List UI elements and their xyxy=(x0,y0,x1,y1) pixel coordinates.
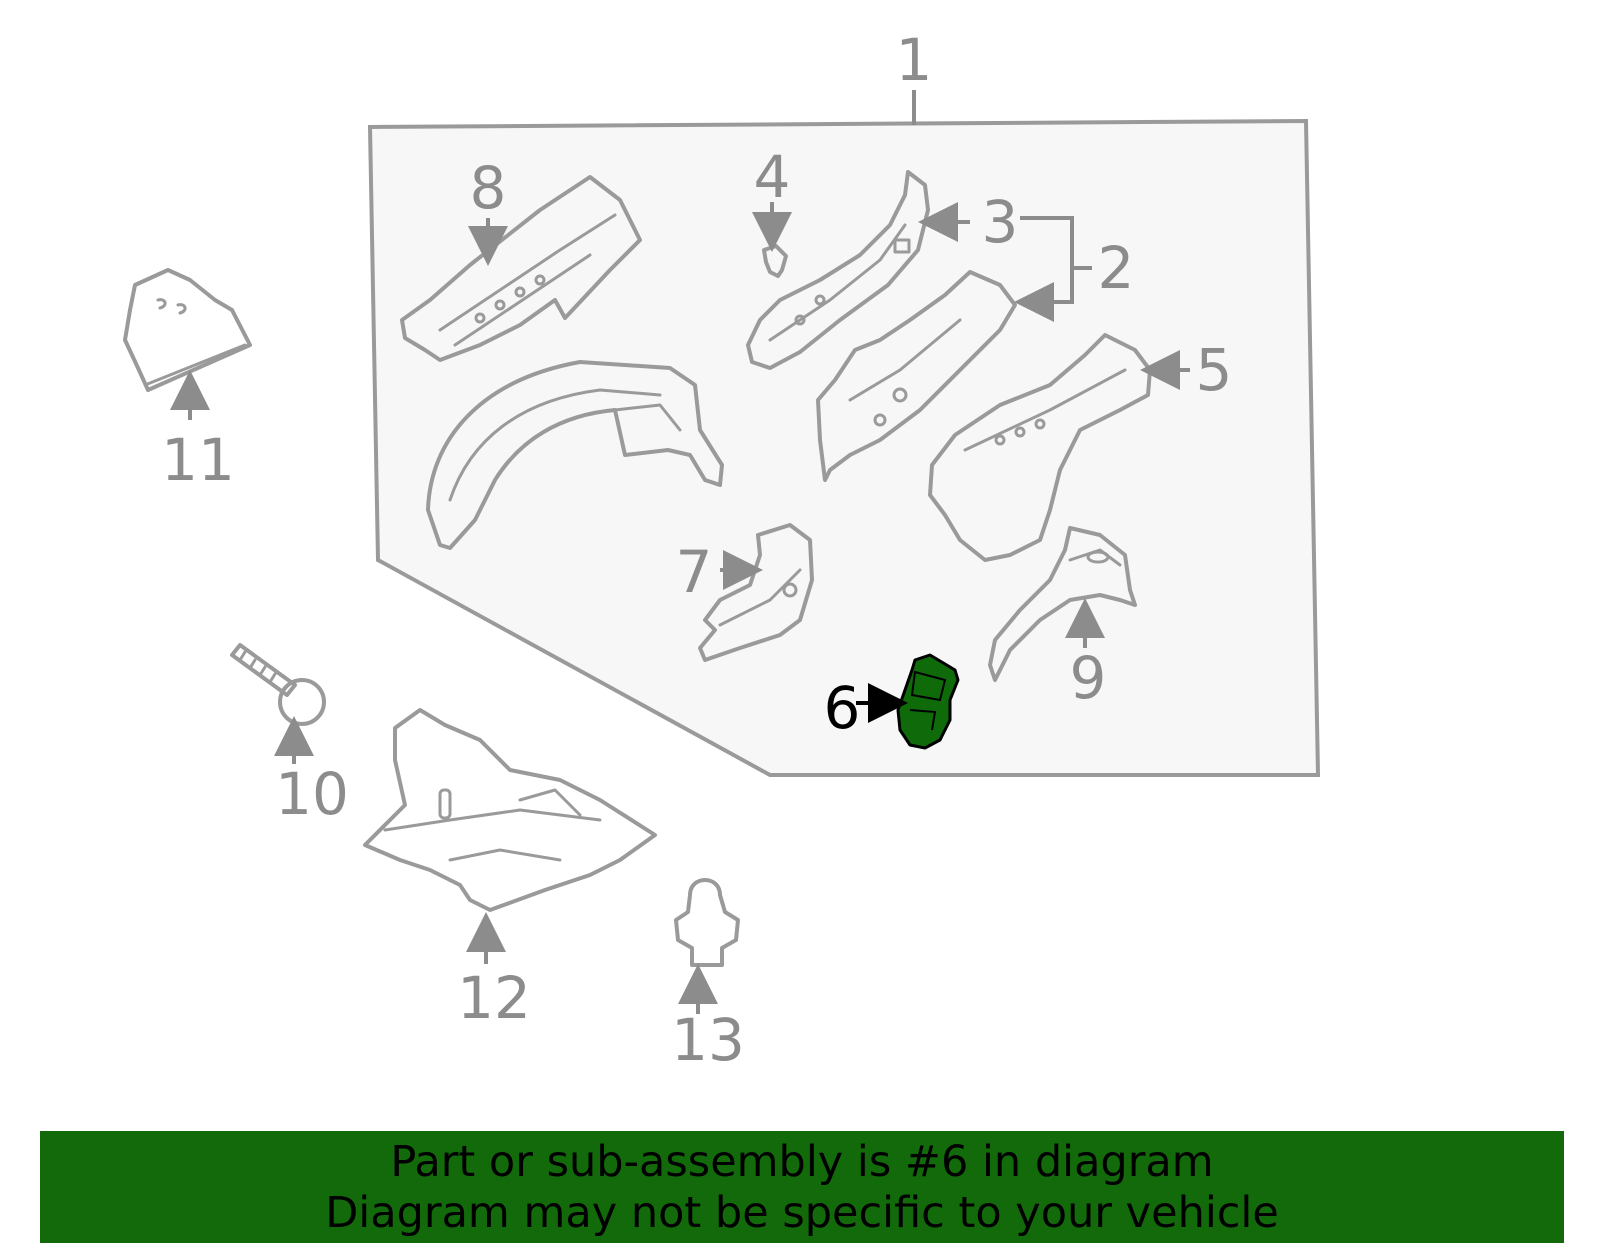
part-7-shape[interactable] xyxy=(698,523,814,662)
callout-2: 2 xyxy=(1098,234,1135,302)
part-11-shape[interactable] xyxy=(123,268,252,392)
banner-line-1: Part or sub-assembly is #6 in diagram xyxy=(390,1137,1214,1187)
callout-10: 10 xyxy=(275,760,349,828)
wheelhouse-shape xyxy=(426,360,724,550)
callout-5: 5 xyxy=(1196,336,1233,404)
part-10-shape[interactable] xyxy=(230,643,326,726)
callout-4: 4 xyxy=(754,143,791,211)
callout-11: 11 xyxy=(161,426,235,494)
part-9-shape[interactable] xyxy=(988,526,1137,682)
banner-line-2: Diagram may not be specific to your vehi… xyxy=(325,1188,1279,1238)
callout-12: 12 xyxy=(457,964,531,1032)
callout-1: 1 xyxy=(896,26,933,94)
callout-9: 9 xyxy=(1070,644,1107,712)
callout-6: 6 xyxy=(824,674,861,742)
callout-8: 8 xyxy=(470,154,507,222)
callout-3: 3 xyxy=(982,188,1019,256)
part-5-shape[interactable] xyxy=(928,333,1152,562)
info-banner: Part or sub-assembly is #6 in diagram Di… xyxy=(40,1131,1564,1243)
part-12-shape[interactable] xyxy=(363,708,657,912)
callout-7: 7 xyxy=(676,538,713,606)
part-2-shape[interactable] xyxy=(816,270,1017,482)
part-13-shape[interactable] xyxy=(674,878,740,967)
callout-13: 13 xyxy=(671,1006,745,1074)
